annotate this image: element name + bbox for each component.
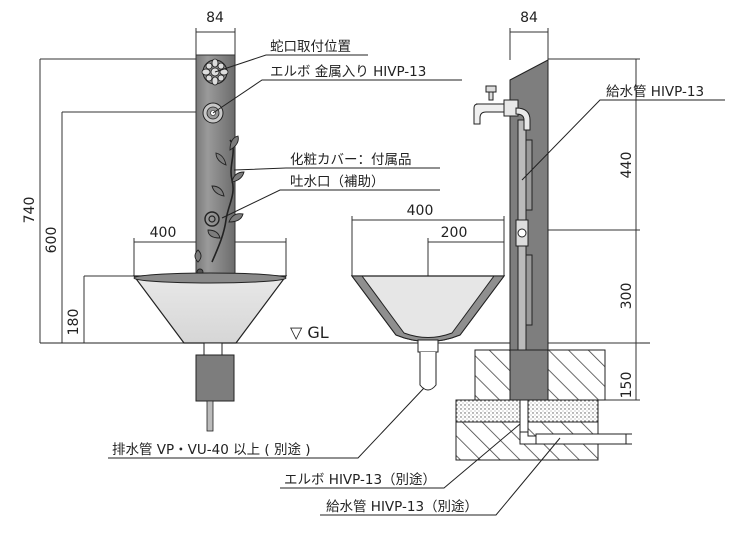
front-dim-740: 740 — [22, 197, 38, 224]
label-elbow-metal: エルボ 金属入り HIVP-13 — [270, 64, 426, 80]
front-base-block — [195, 354, 235, 402]
side-dim-300: 300 — [619, 283, 635, 310]
front-drain-pipe — [206, 400, 214, 432]
label-supply-pipe-top: 給水管 HIVP-13 — [606, 84, 704, 100]
side-drain-trap — [419, 352, 437, 391]
front-dim-84: 84 — [206, 10, 224, 26]
front-bowl-rim — [133, 272, 287, 284]
label-supply-pipe-bottom: 給水管 HIVP-13（別途） — [326, 498, 478, 515]
front-dim-600: 600 — [44, 227, 60, 254]
faucet-icon — [473, 85, 531, 131]
front-dim-400: 400 — [150, 225, 177, 241]
side-dim-400: 400 — [407, 203, 434, 219]
front-drain-fitting — [203, 342, 223, 356]
bottom-leaders — [108, 387, 561, 516]
front-view: 84 740 600 180 400 — [22, 10, 462, 432]
ground-label: ▽ GL — [290, 323, 329, 342]
front-post — [195, 54, 236, 278]
label-spout: 吐水口（補助） — [290, 174, 385, 190]
side-bowl-wall — [351, 275, 505, 342]
label-drain-pipe: 排水管 VP・VU-40 以上 ( 別途 ) — [112, 441, 311, 458]
front-dim-verticals — [39, 58, 205, 343]
side-dim-200: 200 — [441, 225, 468, 241]
label-cover: 化粧カバー：付属品 — [290, 152, 412, 168]
side-supply-pipe — [515, 119, 533, 397]
side-dim-84: 84 — [520, 10, 538, 26]
side-dim-440: 440 — [619, 152, 635, 179]
front-bowl — [132, 275, 288, 344]
side-bowl — [350, 275, 506, 343]
buried-supply-pipe — [519, 399, 632, 445]
side-view: 84 400 200 440 300 150 — [350, 10, 725, 461]
supply-leader — [521, 99, 725, 181]
label-faucet-position: 蛇口取付位置 — [270, 39, 351, 55]
side-dim-top — [509, 28, 549, 60]
side-drain-fitting — [417, 339, 439, 353]
front-dim-180: 180 — [66, 309, 82, 336]
side-dim-150: 150 — [619, 372, 635, 399]
label-elbow-bottom: エルボ HIVP-13（別途） — [284, 471, 436, 488]
front-leaders — [212, 54, 462, 219]
front-dim-top — [195, 28, 236, 55]
